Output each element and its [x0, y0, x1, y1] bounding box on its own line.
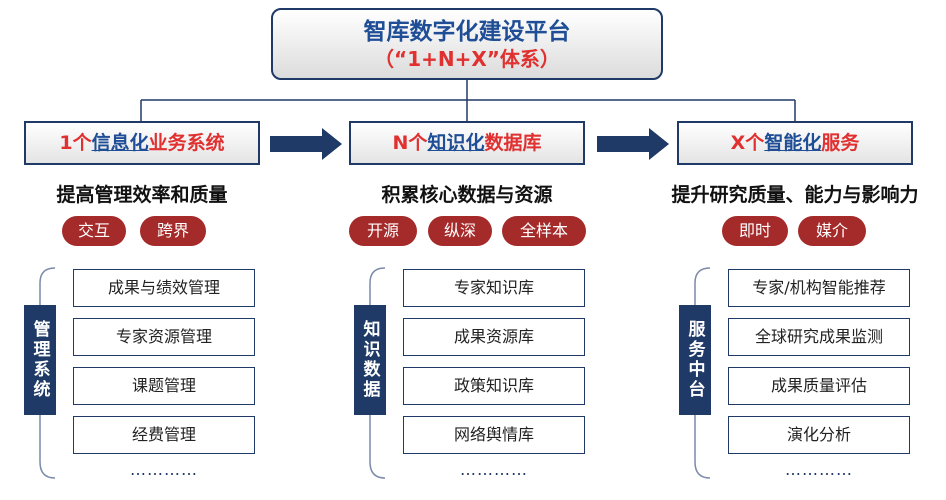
list-item: 课题管理: [73, 367, 255, 405]
pill: 即时: [722, 216, 788, 246]
list-item: 专家资源管理: [73, 318, 255, 356]
arrow-right-icon: [597, 128, 669, 160]
platform-subtitle: （“1+N+X”体系）: [374, 47, 560, 71]
column-head-2: N个知识化数据库: [349, 121, 585, 165]
head-num: 1个: [59, 132, 92, 154]
pill: 全样本: [502, 216, 586, 246]
head-key: 智能化: [764, 132, 822, 154]
pill: 媒介: [798, 216, 866, 246]
list-item: 成果与绩效管理: [73, 269, 255, 307]
list-item: 网络舆情库: [403, 416, 585, 454]
column-head-3: X个智能化服务: [677, 121, 913, 165]
platform-title: 智库数字化建设平台: [363, 19, 571, 45]
head-num: X个: [730, 132, 765, 154]
head-num: N个: [392, 132, 428, 154]
column-tab-1: 管理系统: [24, 305, 56, 415]
pill: 纵深: [428, 216, 492, 246]
list-item: 专家/机构智能推荐: [728, 269, 910, 307]
column-subtitle-3: 提升研究质量、能力与影响力: [671, 184, 919, 206]
column-tab-2: 知识数据: [354, 305, 386, 415]
column-subtitle-1: 提高管理效率和质量: [56, 184, 228, 206]
more-ellipsis: …………: [460, 460, 528, 479]
list-item: 经费管理: [73, 416, 255, 454]
column-head-1: 1个信息化业务系统: [24, 121, 260, 165]
head-tail: 业务系统: [148, 132, 225, 154]
column-tab-3: 服务中台: [679, 305, 711, 415]
list-item: 政策知识库: [403, 367, 585, 405]
platform-title-box: 智库数字化建设平台 （“1+N+X”体系）: [271, 8, 663, 80]
more-ellipsis: …………: [785, 460, 853, 479]
head-tail: 数据库: [484, 132, 542, 154]
more-ellipsis: …………: [130, 460, 198, 479]
head-tail: 服务: [821, 132, 860, 154]
list-item: 演化分析: [728, 416, 910, 454]
column-subtitle-2: 积累核心数据与资源: [381, 184, 553, 206]
arrow-right-icon: [270, 128, 342, 160]
head-key: 信息化: [91, 132, 149, 154]
list-item: 专家知识库: [403, 269, 585, 307]
list-item: 全球研究成果监测: [728, 318, 910, 356]
pill: 交互: [62, 216, 126, 246]
pill: 开源: [349, 216, 417, 246]
pill: 跨界: [140, 216, 206, 246]
head-key: 知识化: [427, 132, 485, 154]
list-item: 成果资源库: [403, 318, 585, 356]
list-item: 成果质量评估: [728, 367, 910, 405]
